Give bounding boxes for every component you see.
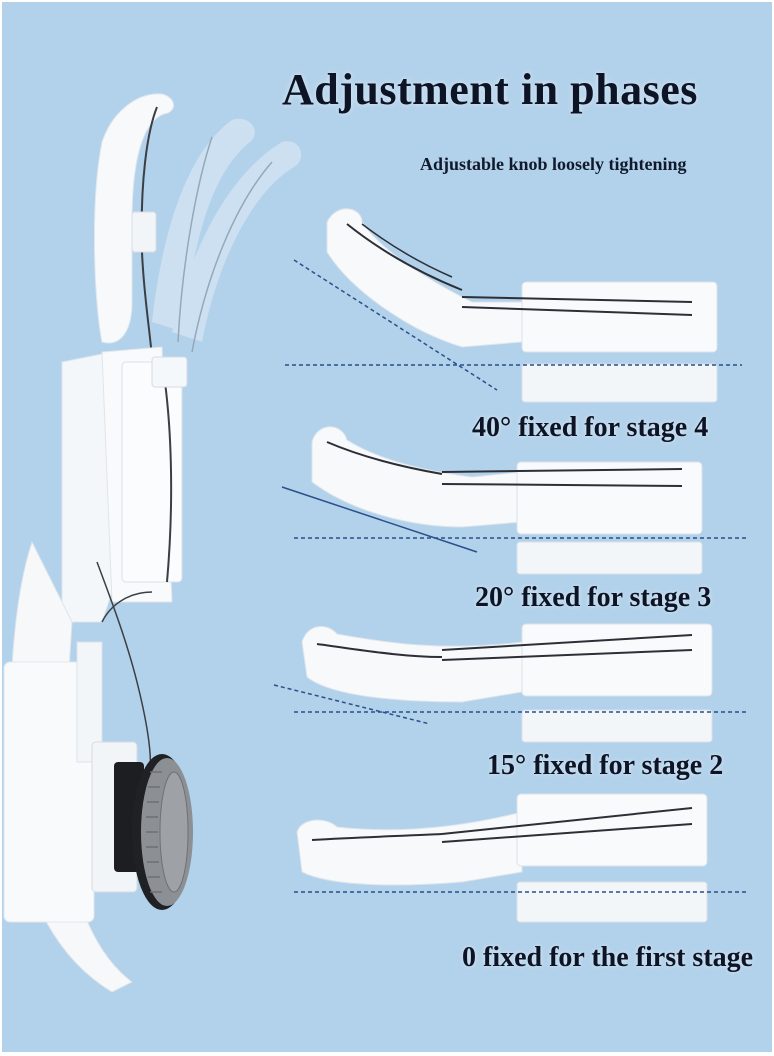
stage-1-illustration [294, 793, 747, 923]
subtitle: Adjustable knob loosely tightening [420, 154, 687, 174]
page-title: Adjustment in phases [282, 65, 698, 114]
adjustment-knob-icon [132, 754, 193, 910]
stage-3-illustration [281, 426, 747, 575]
ghost-finger-positions [152, 118, 302, 353]
brace-body [3, 346, 188, 993]
stage-1-label: 0 fixed for the first stage [462, 942, 754, 973]
stage-2-label: 15° fixed for stage 2 [487, 750, 724, 781]
stage-4-label: 40° fixed for stage 4 [472, 412, 709, 443]
stage-4-illustration [285, 208, 742, 403]
finger-splint [93, 93, 174, 383]
stage-3-label: 20° fixed for stage 3 [475, 582, 712, 613]
stage-2-illustration [273, 623, 747, 743]
